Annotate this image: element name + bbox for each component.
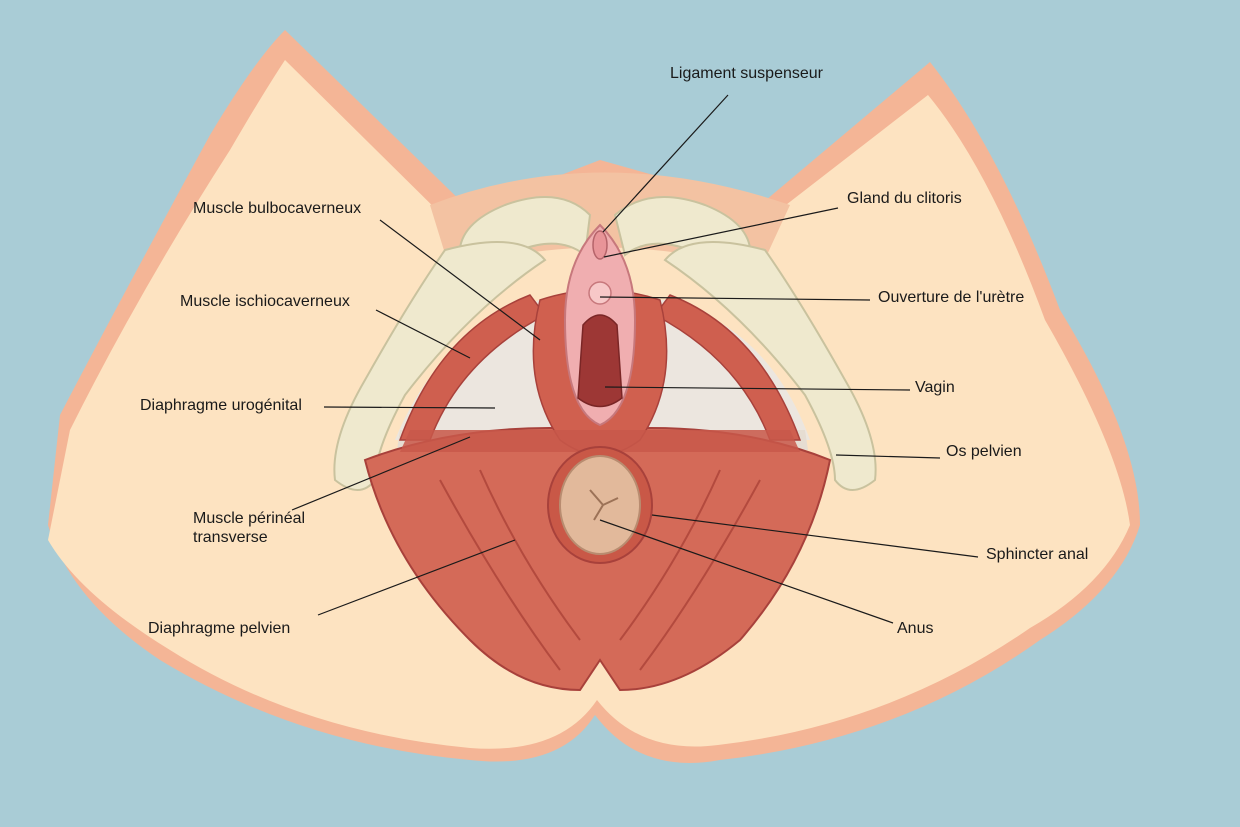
- label-muscle-ischiocaverneux: Muscle ischiocaverneux: [180, 293, 350, 310]
- label-anus: Anus: [897, 620, 934, 637]
- leader-lines: [291, 94, 979, 624]
- label-os-pelvien: Os pelvien: [946, 443, 1022, 460]
- pelvic-bone: [333, 196, 877, 491]
- leader-line-ischio: [375, 309, 471, 359]
- label-gland-clitoris: Gland du clitoris: [847, 190, 962, 207]
- label-perineal-line2: transverse: [193, 529, 268, 546]
- leader-line-diaph-uro: [323, 406, 496, 409]
- label-ouverture-uretre: Ouverture de l'urètre: [878, 289, 1025, 306]
- label-vagin: Vagin: [915, 379, 955, 396]
- label-sphincter-anal: Sphincter anal: [986, 546, 1089, 563]
- leader-line-os: [835, 454, 941, 459]
- leader-line-perineal: [291, 436, 471, 511]
- label-diaphragme-urogenital: Diaphragme urogénital: [140, 397, 302, 414]
- leader-line-ligament: [602, 94, 729, 233]
- label-perineal-line1: Muscle périnéal: [193, 510, 306, 527]
- label-muscle-perineal-transverse: Muscle périnéal transverse: [193, 509, 323, 547]
- leader-line-bulbo: [379, 219, 541, 341]
- leader-line-diaph-pel: [317, 539, 516, 616]
- label-diaphragme-pelvien: Diaphragme pelvien: [148, 620, 291, 637]
- vulva: [563, 223, 637, 427]
- leader-line-sphincter: [651, 514, 979, 558]
- leader-line-vagin: [604, 386, 911, 391]
- leader-line-uretre: [599, 296, 871, 301]
- leader-line-anus: [599, 519, 894, 624]
- anus-region: [547, 446, 653, 564]
- label-ligament-suspenseur: Ligament suspenseur: [670, 65, 823, 82]
- label-muscle-bulbocaverneux: Muscle bulbocaverneux: [193, 200, 362, 217]
- leader-line-clitoris: [603, 207, 839, 258]
